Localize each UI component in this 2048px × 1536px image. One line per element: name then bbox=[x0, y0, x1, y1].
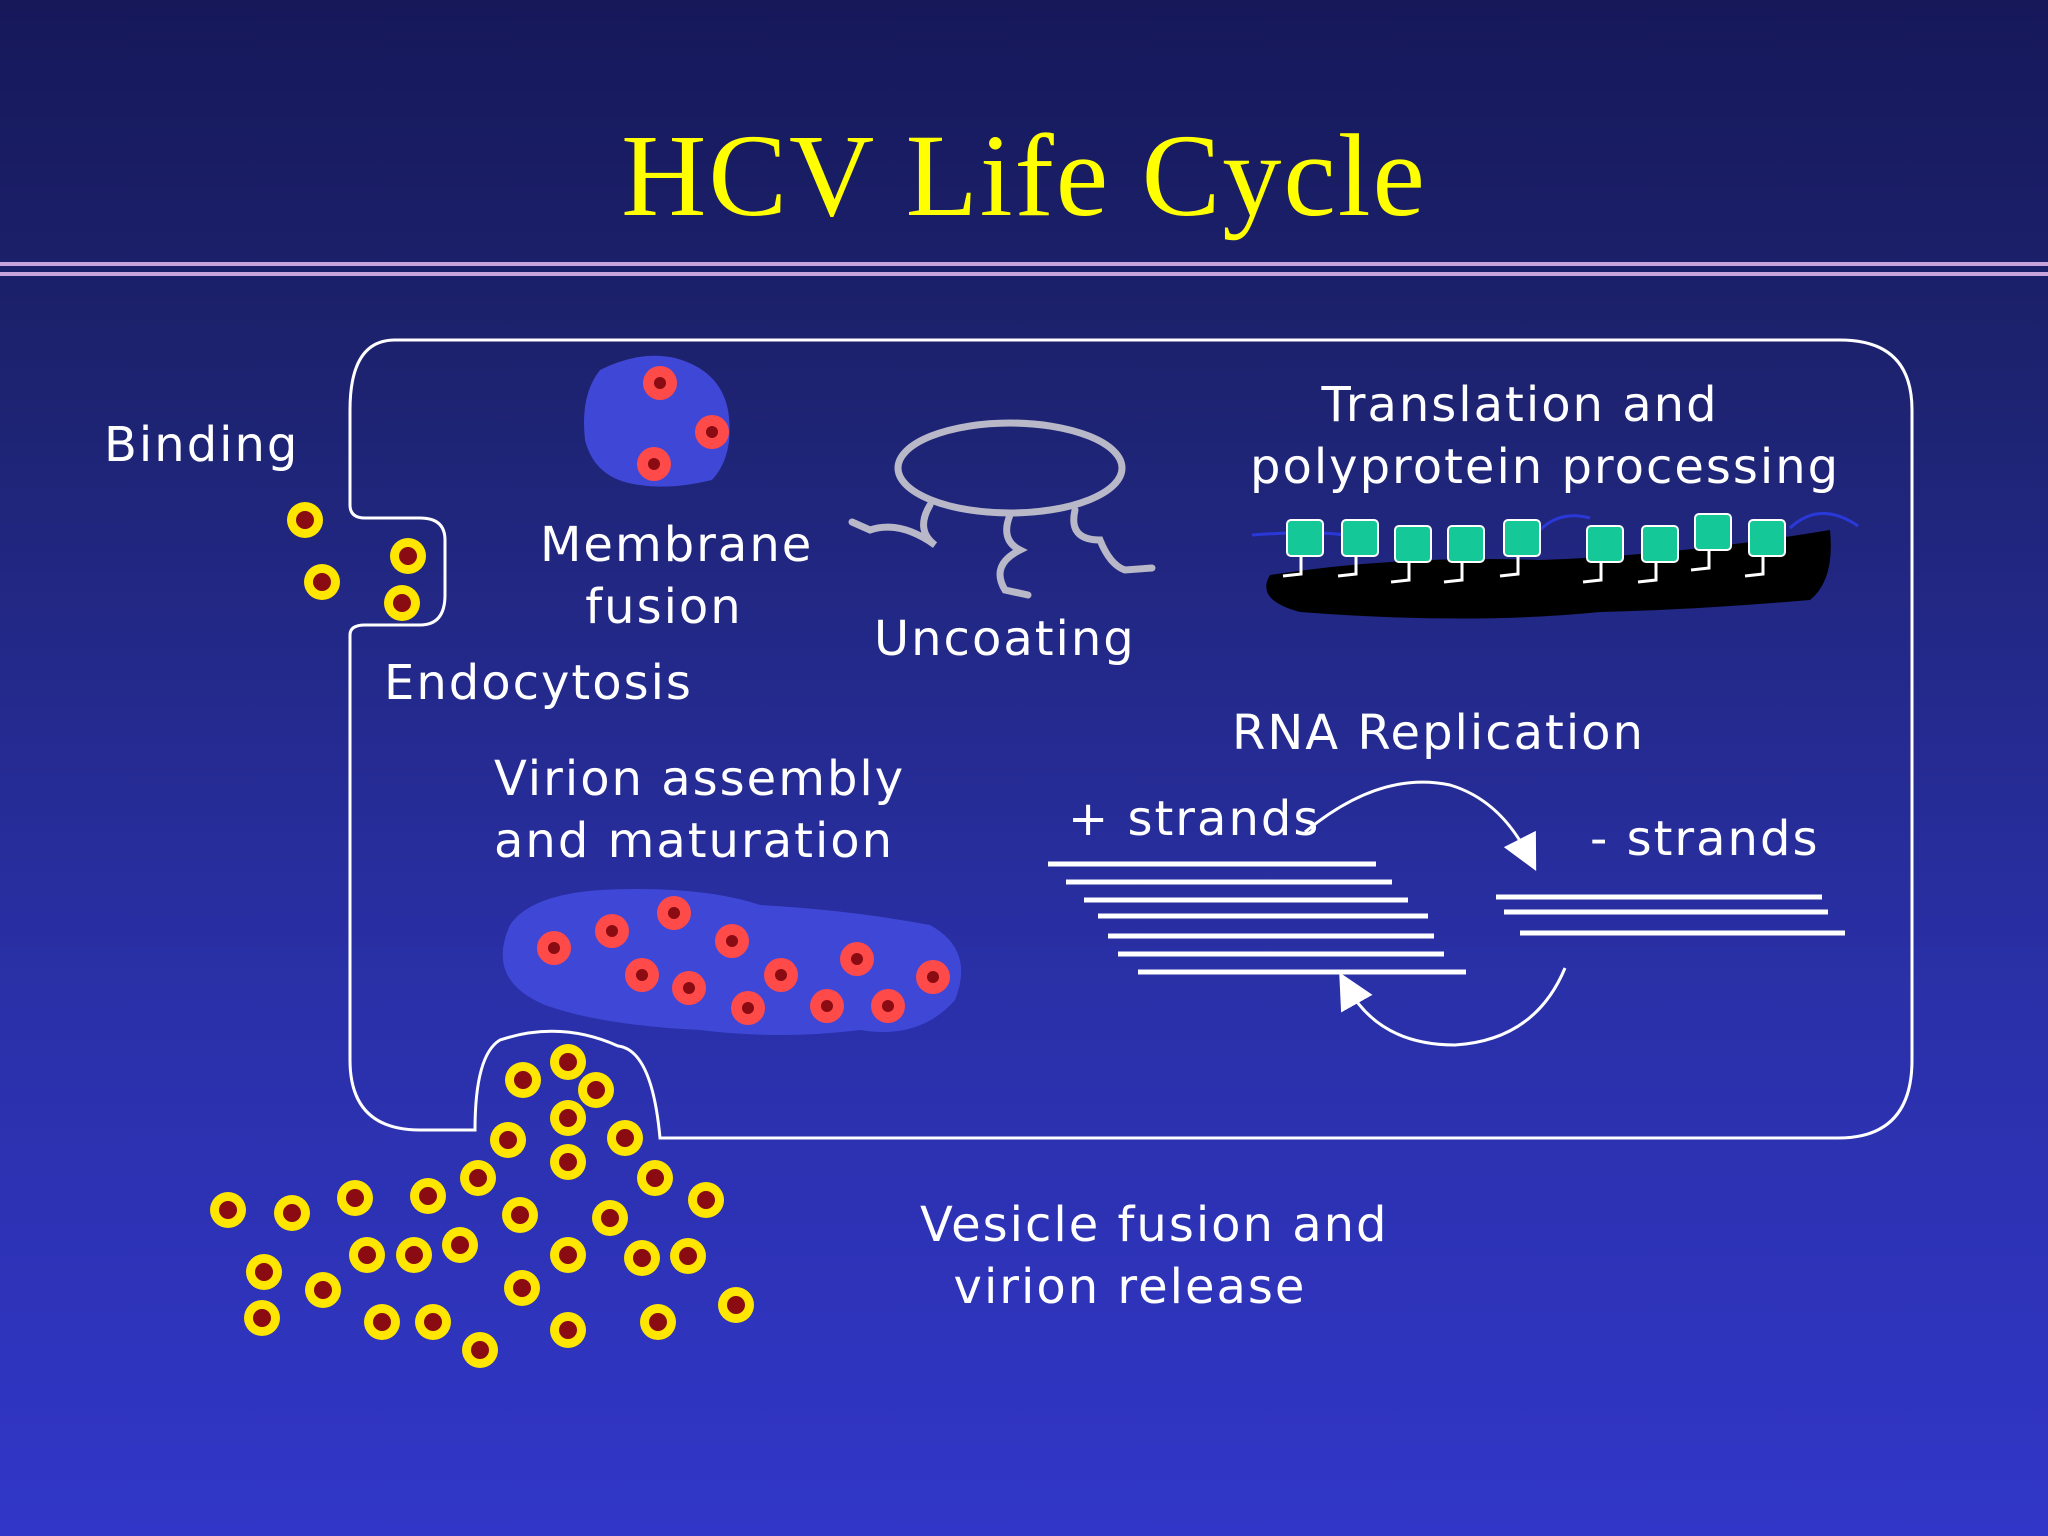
capsid-group bbox=[537, 366, 950, 1025]
virion-particle bbox=[364, 1304, 400, 1340]
replication-arrow-forward bbox=[1304, 780, 1537, 872]
virion-particle bbox=[550, 1044, 586, 1080]
virion-particle bbox=[442, 1227, 478, 1263]
virion-particle bbox=[578, 1072, 614, 1108]
virion-particle bbox=[210, 1192, 246, 1228]
virion-particle bbox=[304, 564, 340, 600]
virion-particle bbox=[274, 1195, 310, 1231]
virion-particle bbox=[670, 1238, 706, 1274]
title-divider-top bbox=[0, 262, 2048, 266]
virion-particle bbox=[502, 1197, 538, 1233]
label-vesicle-fusion: Vesicle fusion and virion release bbox=[920, 1197, 1389, 1315]
uncoating-rna bbox=[848, 419, 1156, 599]
polyprotein-unit bbox=[1690, 513, 1732, 572]
replication-arrow-return bbox=[1339, 967, 1567, 1047]
capsid-particle bbox=[715, 924, 749, 958]
polyprotein-unit bbox=[1637, 525, 1679, 584]
label-rna-replication: RNA Replication bbox=[1232, 705, 1645, 761]
polyprotein-unit bbox=[1744, 519, 1786, 578]
virion-particle bbox=[504, 1270, 540, 1306]
virion-particle bbox=[287, 502, 323, 538]
polyprotein-unit bbox=[1337, 519, 1379, 578]
label-translation: Translation and polyprotein processing bbox=[1250, 377, 1841, 495]
capsid-particle bbox=[637, 447, 671, 481]
title-divider-bottom bbox=[0, 272, 2048, 276]
virion-particle bbox=[637, 1160, 673, 1196]
slide-title: HCV Life Cycle bbox=[621, 110, 1427, 241]
virion-particle bbox=[244, 1300, 280, 1336]
capsid-particle bbox=[871, 989, 905, 1023]
virion-particle bbox=[396, 1237, 432, 1273]
virion-particle bbox=[505, 1062, 541, 1098]
capsid-particle bbox=[695, 415, 729, 449]
virion-particle bbox=[337, 1180, 373, 1216]
capsid-particle bbox=[657, 896, 691, 930]
virion-particle bbox=[460, 1160, 496, 1196]
virion-particle bbox=[550, 1100, 586, 1136]
membrane-fusion-vesicle bbox=[584, 355, 730, 487]
virion-particle bbox=[246, 1254, 282, 1290]
virion-particle bbox=[305, 1272, 341, 1308]
virion-particle bbox=[462, 1332, 498, 1368]
virion-particle bbox=[349, 1237, 385, 1273]
virion-particle bbox=[640, 1304, 676, 1340]
polyprotein-unit bbox=[1499, 519, 1541, 578]
capsid-particle bbox=[916, 960, 950, 994]
virion-particle bbox=[607, 1120, 643, 1156]
virion-particle bbox=[410, 1178, 446, 1214]
cell-membrane bbox=[348, 338, 1914, 1140]
label-virion-assembly: Virion assembly and maturation bbox=[494, 751, 906, 869]
label-uncoating: Uncoating bbox=[874, 611, 1136, 667]
virion-particle bbox=[688, 1182, 724, 1218]
virion-group bbox=[210, 502, 754, 1368]
plus-strands bbox=[1048, 861, 1466, 975]
capsid-particle bbox=[643, 366, 677, 400]
capsid-particle bbox=[672, 971, 706, 1005]
capsid-particle bbox=[625, 958, 659, 992]
capsid-particle bbox=[731, 991, 765, 1025]
polyprotein-chain bbox=[1282, 513, 1786, 584]
virion-particle bbox=[718, 1287, 754, 1323]
label-binding: Binding bbox=[104, 417, 300, 473]
virion-particle bbox=[490, 1122, 526, 1158]
capsid-particle bbox=[764, 958, 798, 992]
virion-particle bbox=[592, 1200, 628, 1236]
polyprotein-unit bbox=[1282, 519, 1324, 578]
label-plus-strands: + strands bbox=[1068, 791, 1321, 847]
label-endocytosis: Endocytosis bbox=[384, 655, 693, 711]
virion-particle bbox=[384, 585, 420, 621]
virion-particle bbox=[550, 1237, 586, 1273]
capsid-particle bbox=[537, 931, 571, 965]
polyprotein-unit bbox=[1390, 525, 1432, 584]
capsid-particle bbox=[595, 914, 629, 948]
er-membrane bbox=[1266, 530, 1831, 619]
polyprotein-unit bbox=[1443, 525, 1485, 584]
minus-strands bbox=[1496, 894, 1845, 936]
virion-particle bbox=[624, 1240, 660, 1276]
virion-particle bbox=[550, 1144, 586, 1180]
virion-particle bbox=[390, 538, 426, 574]
capsid-particle bbox=[810, 989, 844, 1023]
virion-particle bbox=[415, 1304, 451, 1340]
label-membrane-fusion: Membrane fusion bbox=[540, 517, 814, 635]
virion-particle bbox=[550, 1312, 586, 1348]
label-minus-strands: - strands bbox=[1590, 811, 1820, 867]
capsid-particle bbox=[840, 942, 874, 976]
polyprotein-unit bbox=[1582, 525, 1624, 584]
